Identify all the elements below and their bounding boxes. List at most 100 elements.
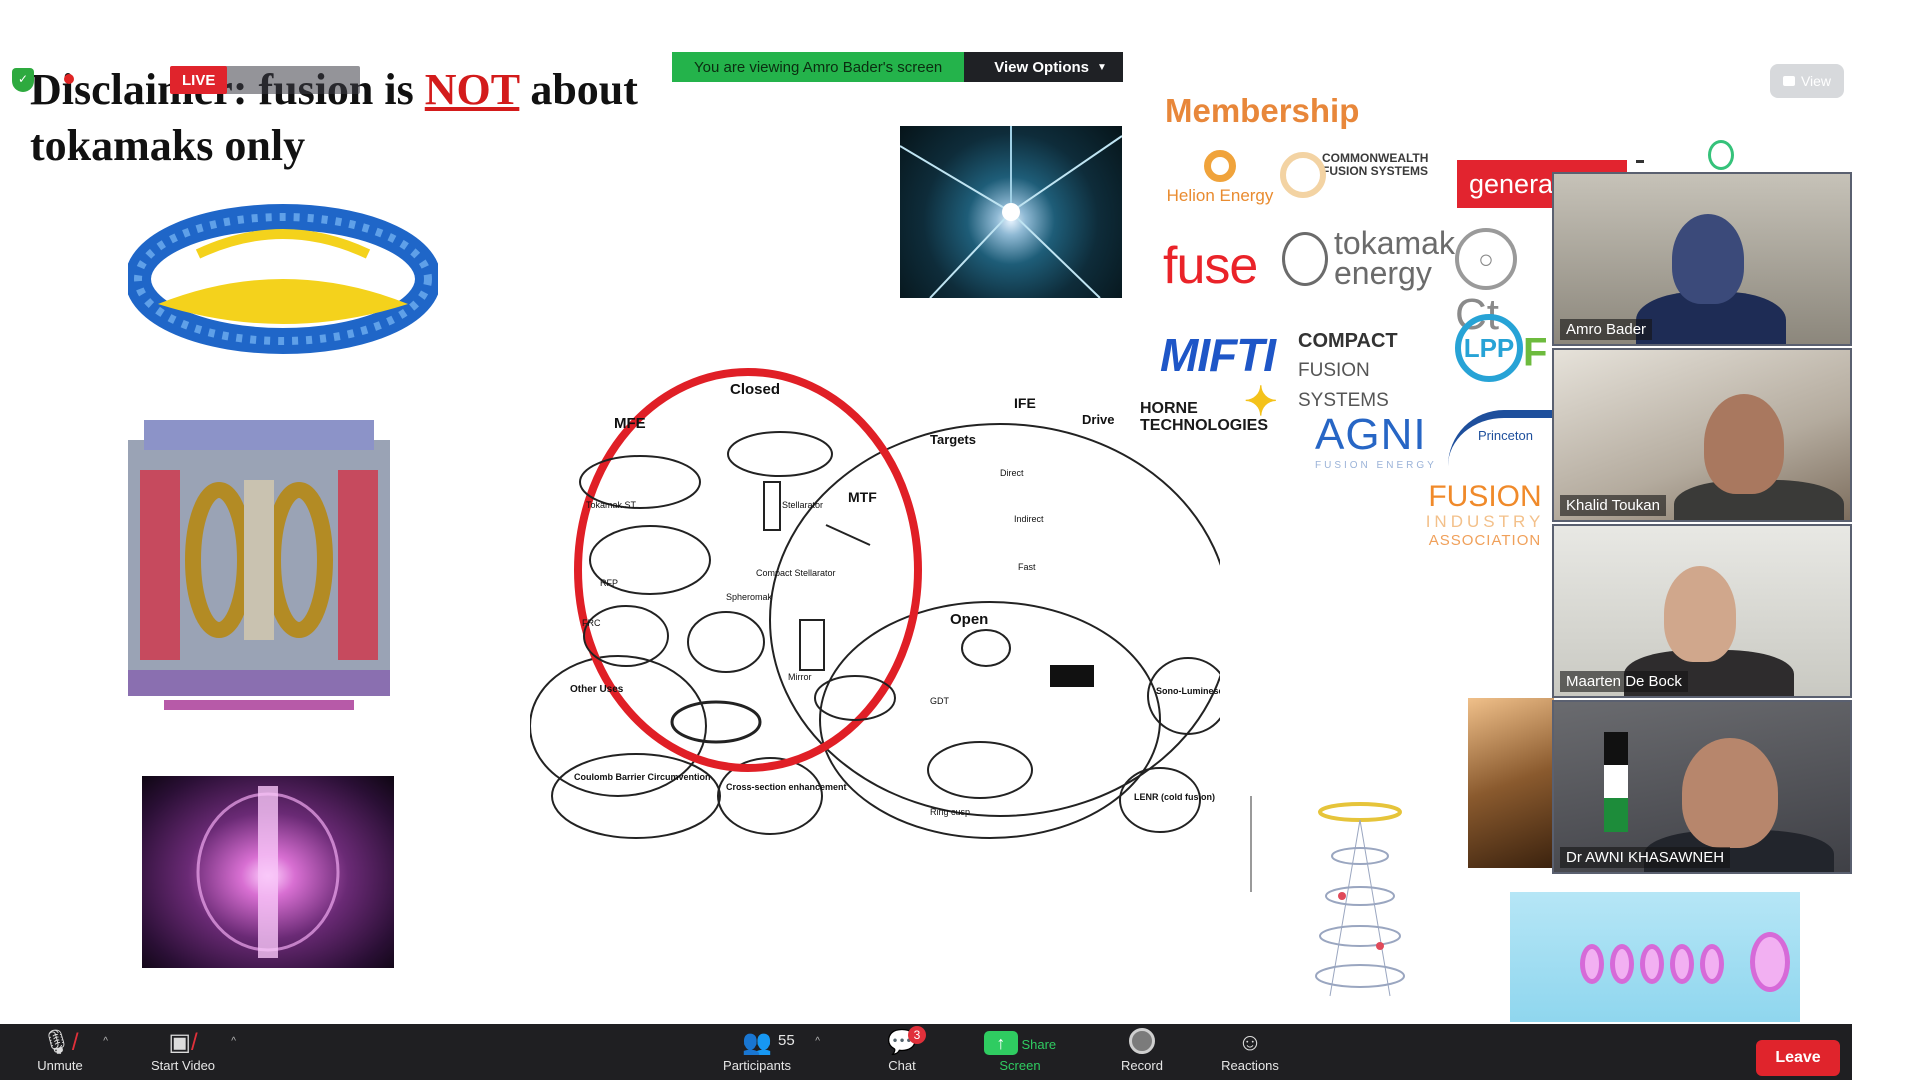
diagram-label-stellarator: Stellarator: [782, 500, 823, 510]
logo-horne-technologies: ✦ HORNE TECHNOLOGIES: [1140, 382, 1290, 434]
share-screen-button[interactable]: ↑ Share Screen: [970, 1028, 1070, 1080]
cfs-circle-icon: [1280, 152, 1326, 198]
start-video-button[interactable]: ▣/ Start Video ^: [148, 1028, 236, 1080]
camera-off-icon: ▣/: [168, 1029, 198, 1056]
logo-agni-sub: FUSION ENERGY: [1315, 460, 1437, 471]
coil-ring-icon: [1750, 932, 1790, 992]
diagram-label-cross-section: Cross-section enhancement: [726, 782, 847, 792]
view-button[interactable]: View: [1770, 64, 1844, 98]
record-button[interactable]: Record: [1112, 1028, 1172, 1080]
view-options-button[interactable]: View Options ▼: [964, 52, 1123, 82]
logo-fusion-industry-association: FUSION INDUSTRY ASSOCIATION: [1420, 482, 1550, 550]
video-tile[interactable]: Dr AWNI KHASAWNEH: [1552, 700, 1852, 874]
logo-commonwealth-fusion: COMMONWEALTH FUSION SYSTEMS: [1280, 152, 1430, 212]
diagram-label-drive: Drive: [1082, 412, 1115, 427]
live-stream-info: [222, 66, 360, 94]
view-options-label: View Options: [994, 58, 1090, 76]
logo-tokamak-energy: tokamak energy: [1282, 227, 1455, 300]
fusion-concepts-diagram: Closed MFE IFE MTF Targets Drive Open To…: [530, 368, 1220, 839]
video-tile[interactable]: Amro Bader: [1552, 172, 1852, 346]
logo-helion-label: Helion Energy: [1166, 186, 1274, 205]
participants-button[interactable]: 👥 55 Participants ^: [712, 1028, 820, 1080]
participant-name: Khalid Toukan: [1560, 495, 1666, 516]
chat-button[interactable]: 💬 3 Chat: [880, 1026, 926, 1080]
participants-count: 55: [778, 1032, 795, 1049]
diagram-label-rfp: RFP: [600, 578, 618, 588]
coil-ring-icon: [1610, 944, 1634, 984]
logo-horne-line-1: HORNE: [1140, 400, 1198, 417]
plasma-photo: [142, 776, 394, 968]
diagram-label-mfe: MFE: [614, 415, 646, 432]
slide-title: Disclaimer: fusion is NOT about tokamaks…: [30, 62, 690, 174]
diagram-label-other-uses: Other Uses: [570, 684, 624, 695]
leave-button[interactable]: Leave: [1756, 1040, 1840, 1076]
meeting-controls-bar: 🎙/ Unmute ^ ▣/ Start Video ^ 👥 55 Partic…: [0, 1024, 1852, 1080]
chat-label: Chat: [888, 1058, 916, 1073]
share-banner: You are viewing Amro Bader's screen View…: [672, 52, 1123, 82]
diagram-label-mtf: MTF: [848, 489, 877, 505]
diagram-label-coulomb-barrier: Coulomb Barrier Circumvention: [574, 772, 711, 782]
diagram-label-frc: FRC: [582, 618, 601, 628]
diagram-label-sono: Sono-Luminescence: [1156, 686, 1220, 696]
helion-ring-icon: [1204, 150, 1236, 182]
view-button-label: View: [1800, 73, 1832, 89]
diagram-label-spheromak: Spheromak: [726, 592, 773, 602]
slide-divider-line: [1250, 796, 1252, 892]
share-screen-arrow-icon: ↑: [983, 1031, 1018, 1055]
participant-silhouette: [1664, 566, 1736, 662]
chevron-down-icon: ▼: [1097, 61, 1107, 73]
logo-compact-fusion-systems: COMPACT FUSION SYSTEMS: [1298, 326, 1428, 416]
unmute-label: Unmute: [37, 1058, 83, 1073]
logo-fia-line-1: FUSION: [1428, 480, 1542, 513]
unmute-button[interactable]: 🎙/ Unmute ^: [30, 1028, 108, 1080]
diagram-label-ife: IFE: [1014, 395, 1036, 411]
chevron-up-icon[interactable]: ^: [231, 1036, 236, 1047]
logo-fia-line-3: ASSOCIATION: [1428, 532, 1542, 549]
laser-beams: [900, 126, 1122, 298]
logo-agni-label: AGNI: [1315, 410, 1427, 459]
logo-fuse: fuse: [1163, 237, 1258, 295]
microphone-muted-icon: 🎙/: [41, 1029, 79, 1056]
diagram-label-direct: Direct: [1000, 468, 1024, 478]
video-tile[interactable]: Khalid Toukan: [1552, 348, 1852, 522]
diagram-label-tokamak: Tokamak ST: [586, 500, 637, 510]
participant-silhouette: [1672, 214, 1744, 304]
coil-ring-icon: [1700, 944, 1724, 984]
video-gallery: Amro Bader Khalid Toukan Maarten De Bock…: [1552, 172, 1852, 874]
reactions-label: Reactions: [1221, 1058, 1279, 1073]
logo-cfs-label: COMMONWEALTH FUSION SYSTEMS: [1322, 151, 1429, 178]
logo-agni: AGNI FUSION ENERGY: [1315, 410, 1437, 471]
diagram-label-targets: Targets: [930, 432, 976, 447]
slide-title-suffix: about tokamaks only: [30, 65, 638, 170]
diagram-label-mirror: Mirror: [788, 672, 812, 682]
record-circle-icon: [1112, 1028, 1172, 1058]
participant-name: Maarten De Bock: [1560, 671, 1688, 692]
logo-lpp-label: LPP: [1455, 314, 1523, 382]
participant-silhouette: [1704, 394, 1784, 494]
participant-name: Dr AWNI KHASAWNEH: [1560, 847, 1731, 868]
chevron-up-icon[interactable]: ^: [103, 1036, 108, 1047]
diagram-label-open: Open: [950, 611, 988, 628]
green-ring-logo-icon: [1708, 140, 1734, 170]
laser-target-photo: [900, 126, 1122, 298]
grid-view-icon: [1782, 76, 1795, 86]
logo-compact-line-1: COMPACT: [1298, 330, 1398, 352]
video-tile[interactable]: Maarten De Bock: [1552, 524, 1852, 698]
record-label: Record: [1121, 1058, 1163, 1073]
logo-compact-line-2: FUSION SYSTEMS: [1298, 360, 1389, 411]
shield-icon[interactable]: ✓: [12, 68, 34, 92]
coil-ring-icon: [1670, 944, 1694, 984]
live-badge[interactable]: LIVE: [170, 66, 228, 94]
chat-unread-badge: 3: [908, 1026, 926, 1044]
chevron-up-icon[interactable]: ^: [815, 1036, 820, 1047]
diagram-label-gdt: GDT: [930, 696, 950, 706]
reactions-button[interactable]: ☺ Reactions: [1210, 1028, 1290, 1080]
tokamak-cutaway-illustration: [128, 420, 390, 710]
helical-coil-illustration: [1315, 802, 1405, 997]
tokamak-energy-circle-icon: [1282, 232, 1328, 286]
diagram-label-indirect: Indirect: [1014, 514, 1044, 524]
diagram-label-fast: Fast: [1018, 562, 1036, 572]
lab-photo: [1468, 698, 1554, 868]
dash-mark: [1636, 160, 1644, 163]
